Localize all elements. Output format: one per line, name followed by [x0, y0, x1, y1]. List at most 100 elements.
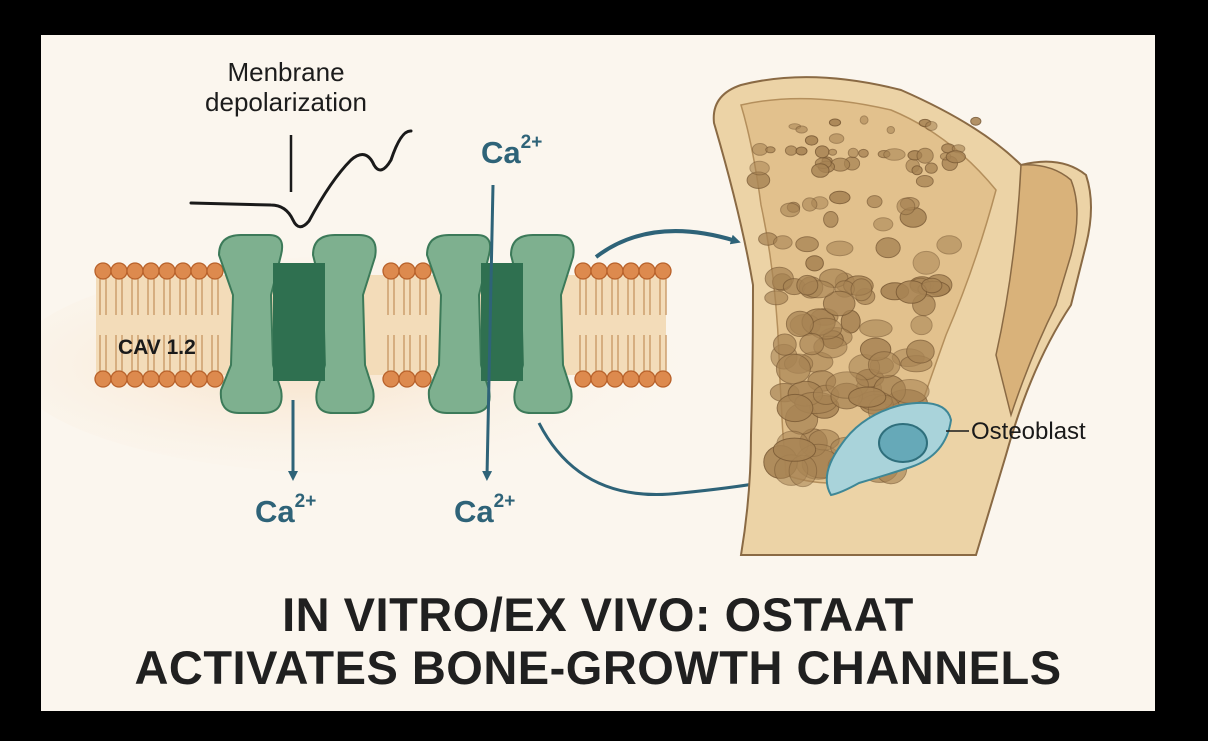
bone-pore — [859, 115, 869, 125]
bone-pore — [910, 315, 933, 336]
lipid-head — [606, 370, 624, 388]
lipid-head — [574, 370, 592, 388]
bone-pore — [796, 274, 819, 296]
bone-pore — [814, 145, 830, 159]
bone-pore — [764, 290, 789, 306]
osteoblast-nucleus — [878, 423, 928, 463]
channel-right-subunit-b — [509, 234, 575, 414]
bone-pore — [795, 125, 808, 134]
bone-pore — [795, 146, 808, 156]
cav12-channel-left — [217, 234, 377, 414]
bone-pore — [912, 250, 940, 275]
signal-to-osteoblast-curve — [537, 422, 777, 497]
bone-pore — [802, 197, 818, 212]
cav12-channel-right — [425, 234, 575, 414]
bone-pore — [823, 211, 839, 228]
lipid-head — [142, 262, 160, 280]
bone-pore — [945, 150, 966, 164]
lipid-head — [590, 370, 608, 388]
bone-pore — [828, 133, 845, 144]
bone-pore — [875, 237, 901, 259]
bone-pore — [784, 145, 798, 156]
bone-pore — [822, 290, 856, 317]
bone-cortex — [995, 164, 1078, 418]
membrane-core — [96, 275, 666, 375]
lipid-head — [142, 370, 160, 388]
lipid-head — [174, 370, 192, 388]
bone-pore — [772, 333, 797, 356]
bone-pore — [867, 351, 901, 379]
lipid-head — [654, 262, 672, 280]
bone-pore — [785, 310, 814, 337]
lipid-head — [414, 370, 432, 388]
lipid-head — [174, 262, 192, 280]
ion-charge: 2+ — [493, 490, 516, 512]
bone-pore — [896, 197, 916, 216]
bone-pore — [828, 148, 838, 156]
bone-pore — [858, 148, 869, 158]
lipid-head — [158, 262, 176, 280]
lipid-head — [190, 370, 208, 388]
channel-right-pore — [481, 263, 523, 381]
signal-to-bone-arrow — [594, 229, 741, 259]
lipid-heads — [94, 262, 672, 388]
bone-pore — [775, 353, 811, 385]
bone-pore — [805, 255, 824, 272]
lipid-head — [622, 262, 640, 280]
ion-charge: 2+ — [520, 131, 543, 153]
bone-pore — [795, 236, 819, 253]
bone-pore — [828, 118, 842, 127]
lipid-head — [94, 262, 112, 280]
lipid-head — [606, 262, 624, 280]
bone-pore — [850, 278, 873, 302]
bone-pore — [772, 437, 817, 462]
osteoblast-label: Osteoblast — [971, 418, 1086, 445]
bone-pore — [906, 339, 935, 364]
bone-pore — [911, 165, 923, 176]
title-line2: ACTIVATES BONE-GROWTH CHANNELS — [134, 641, 1062, 694]
bone-pore — [799, 332, 825, 356]
lipid-head — [622, 370, 640, 388]
bone-pore — [780, 202, 801, 218]
bone-pore — [749, 160, 770, 176]
lipid-head — [398, 370, 416, 388]
ca-ion-label-bottom-right: Ca2+ — [454, 490, 516, 530]
bone-pore — [883, 148, 906, 161]
lipid-head — [382, 370, 400, 388]
membrane-label-line1: Menbrane — [227, 57, 345, 87]
bone-pore — [848, 386, 887, 408]
bone-pore — [915, 175, 934, 188]
cell-membrane — [94, 262, 672, 388]
lipid-head — [398, 262, 416, 280]
bone-pore — [776, 393, 814, 423]
lipid-head — [414, 262, 432, 280]
ion-symbol: Ca — [481, 135, 521, 170]
bone-pore — [773, 235, 793, 250]
bone-pore — [970, 116, 982, 126]
lipid-head — [110, 262, 128, 280]
lipid-head — [574, 262, 592, 280]
bone — [712, 76, 1092, 556]
bone-pore — [925, 121, 938, 131]
diagram-illustration — [41, 76, 1092, 556]
bone-pore — [890, 379, 930, 404]
ca-ion-label-bottom-left: Ca2+ — [255, 490, 317, 530]
lipid-head — [654, 370, 672, 388]
bone-pore — [936, 235, 963, 255]
lipid-head — [190, 262, 208, 280]
ion-charge: 2+ — [294, 490, 317, 512]
bone-pore — [765, 146, 776, 154]
bone-pore — [924, 162, 938, 174]
bone-pore — [826, 240, 854, 257]
bone-pore — [804, 135, 819, 146]
lipid-head — [126, 370, 144, 388]
membrane-depolarization-label: Menbrane depolarization — [156, 57, 416, 117]
membrane-label-line2: depolarization — [205, 87, 367, 117]
depolarization-trace — [189, 129, 413, 229]
bone-pore — [921, 277, 943, 294]
lipid-head — [382, 262, 400, 280]
lipid-head — [206, 262, 224, 280]
ca-influx-arrow-right — [482, 184, 495, 481]
ion-symbol: Ca — [454, 494, 494, 529]
bone-pore — [886, 126, 895, 134]
